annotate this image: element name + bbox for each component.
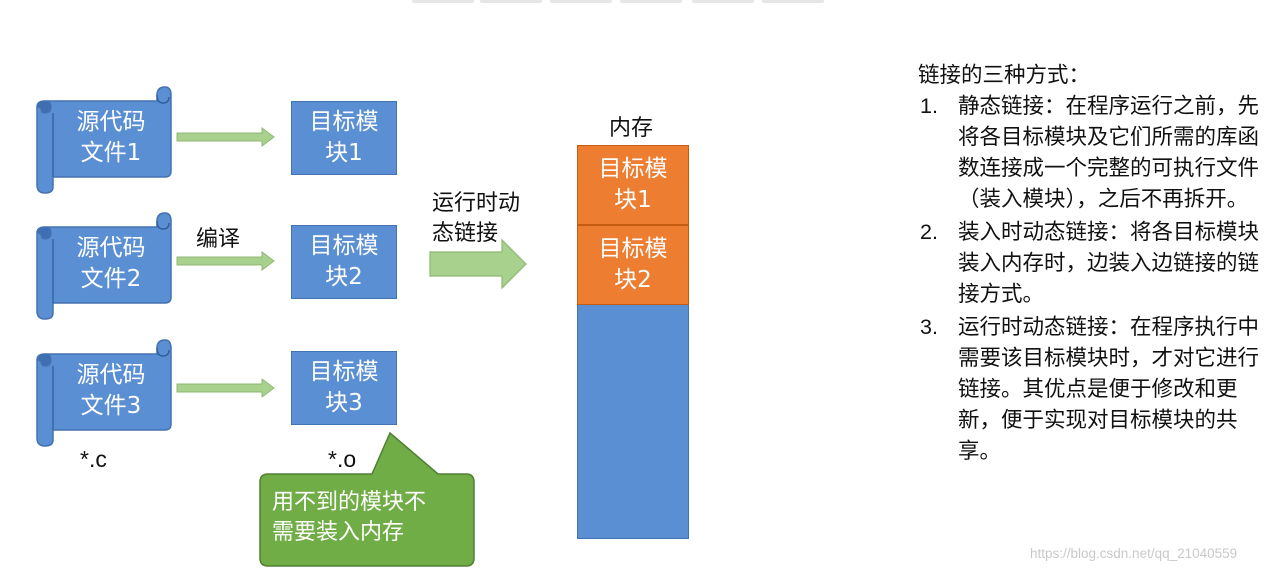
top-tab-4 bbox=[620, 0, 682, 3]
notes-item: 2.装入时动态链接：将各目标模块装入内存时，边装入边链接的链接方式。 bbox=[920, 220, 1260, 307]
top-tab-2 bbox=[480, 0, 542, 3]
callout-text: 用不到的模块不 需要装入内存 bbox=[272, 490, 427, 545]
watermark: https://blog.csdn.net/qq_21040559 bbox=[1030, 546, 1238, 561]
top-tab-5 bbox=[692, 0, 754, 3]
notes-item-text: 装入时动态链接：将各目标模块装入内存时，边装入边链接的链接方式。 bbox=[958, 220, 1260, 307]
notes-item-text: 静态链接：在程序运行之前，先将各目标模块及它们所需的库函数连接成一个完整的可执行… bbox=[958, 94, 1260, 212]
notes-heading: 链接的三种方式： bbox=[918, 63, 1091, 88]
compile-arrow-3 bbox=[176, 378, 275, 398]
top-tab-1 bbox=[412, 0, 474, 3]
source-ext-label: *.c bbox=[80, 446, 107, 472]
notes-panel: 链接的三种方式： 1.静态链接：在程序运行之前，先将各目标模块及它们所需的库函数… bbox=[918, 60, 1278, 469]
compile-label: 编译 bbox=[196, 227, 241, 252]
target-module-1: 目标模 块1 bbox=[291, 101, 397, 175]
memory-block-1: 目标模 块1 bbox=[577, 145, 689, 225]
source-label-2: 源代码 文件2 bbox=[76, 235, 146, 292]
notes-item: 1.静态链接：在程序运行之前，先将各目标模块及它们所需的库函数连接成一个完整的可… bbox=[920, 94, 1260, 212]
target-module-3: 目标模 块3 bbox=[291, 351, 397, 425]
callout-bubble bbox=[259, 431, 475, 567]
compile-arrow-2 bbox=[176, 251, 275, 271]
runtime-link-arrow bbox=[429, 238, 527, 290]
top-tab-6 bbox=[762, 0, 824, 3]
object-ext-label: *.o bbox=[328, 446, 357, 472]
notes-item: 3.运行时动态链接：在程序执行中需要该目标模块时，才对它进行链接。其优点是便于修… bbox=[920, 315, 1260, 464]
memory-title: 内存 bbox=[609, 116, 654, 141]
memory-block-2: 目标模 块2 bbox=[577, 225, 689, 305]
notes-list: 1.静态链接：在程序运行之前，先将各目标模块及它们所需的库函数连接成一个完整的可… bbox=[918, 91, 1278, 467]
source-label-3: 源代码 文件3 bbox=[76, 362, 146, 419]
compile-arrow-1 bbox=[176, 127, 275, 147]
top-tab-3 bbox=[550, 0, 612, 3]
notes-item-text: 运行时动态链接：在程序执行中需要该目标模块时，才对它进行链接。其优点是便于修改和… bbox=[958, 315, 1260, 464]
source-label-1: 源代码 文件1 bbox=[76, 109, 146, 166]
target-module-2: 目标模 块2 bbox=[291, 225, 397, 299]
runtime-link-label: 运行时动 态链接 bbox=[432, 191, 521, 246]
